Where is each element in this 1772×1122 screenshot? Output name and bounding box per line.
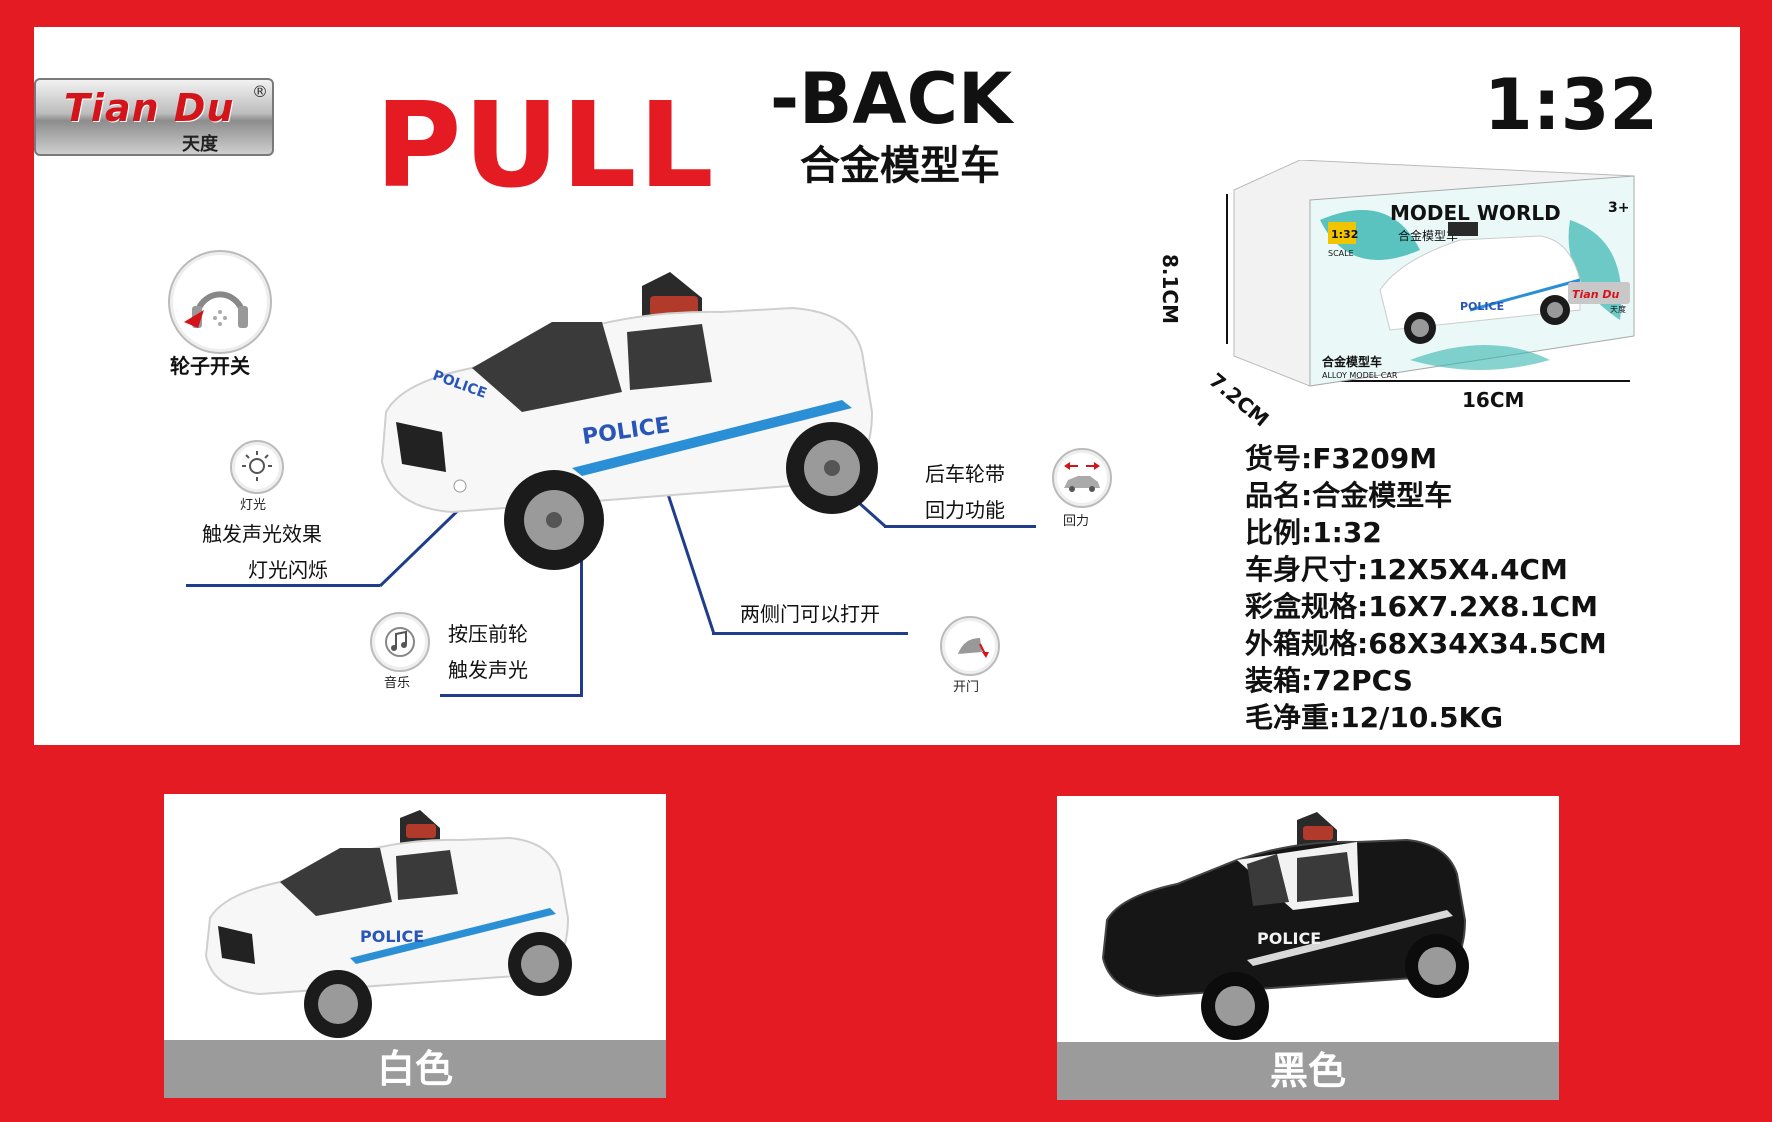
color-option-white[interactable]: POLICE 白色 bbox=[164, 794, 666, 1098]
box-width-dim: 16CM bbox=[1462, 388, 1525, 412]
door-callout-line bbox=[712, 632, 908, 635]
box-age: 3+ bbox=[1608, 200, 1629, 216]
spec-item-packing: 装箱:72PCS bbox=[1245, 664, 1413, 697]
title-subtitle-cn: 合金模型车 bbox=[800, 143, 1000, 189]
wheel-switch-label: 轮子开关 bbox=[170, 354, 250, 378]
pullback-icon bbox=[1052, 448, 1112, 508]
color-option-black[interactable]: POLICE 黑色 bbox=[1057, 796, 1559, 1100]
light-feature-line2: 灯光闪烁 bbox=[248, 558, 328, 582]
white-car-police: POLICE bbox=[360, 927, 424, 946]
open-door-icon bbox=[958, 638, 989, 658]
box-height-marker bbox=[1226, 194, 1228, 344]
white-car-image: POLICE bbox=[204, 810, 572, 1038]
box-car-police: POLICE bbox=[1460, 300, 1504, 313]
main-car-white: POLICE POLICE bbox=[380, 272, 878, 570]
box-scale-badge: 1:32 bbox=[1331, 228, 1358, 241]
title-pull: PULL bbox=[375, 76, 716, 214]
pullback-line1: 后车轮带 bbox=[925, 462, 1005, 486]
box-width-marker bbox=[1300, 380, 1630, 382]
light-feature-line1: 触发声光效果 bbox=[202, 522, 322, 546]
black-color-label: 黑色 bbox=[1057, 1042, 1559, 1100]
pullback-callout-line bbox=[884, 525, 1036, 528]
light-icon bbox=[230, 440, 284, 494]
press-callout-vertical bbox=[580, 555, 583, 697]
main-panel bbox=[34, 27, 1740, 745]
pullback-line2: 回力功能 bbox=[925, 498, 1005, 522]
bulb-icon bbox=[242, 451, 272, 481]
light-icon-label: 灯光 bbox=[240, 498, 267, 513]
box-sub-cn: 合金模型车 bbox=[1398, 228, 1458, 243]
logo-text: Tian Du bbox=[64, 86, 235, 130]
door-callout-diagonal bbox=[662, 481, 716, 635]
light-callout-line bbox=[186, 584, 380, 587]
logo-cn: 天度 bbox=[182, 134, 218, 155]
press-callout-line bbox=[440, 694, 583, 697]
box-scale-word: SCALE bbox=[1328, 249, 1354, 258]
spec-item-carton-size: 外箱规格:68X34X34.5CM bbox=[1245, 627, 1607, 660]
headphone-icon bbox=[184, 291, 248, 328]
door-feature-label: 两侧门可以打开 bbox=[740, 602, 880, 626]
brand-logo: Tian Du 天度 ® bbox=[34, 78, 274, 156]
spec-item-body-size: 车身尺寸:12X5X4.4CM bbox=[1245, 553, 1568, 586]
spec-item-weight: 毛净重:12/10.5KG bbox=[1245, 701, 1504, 734]
box-height-dim: 8.1CM bbox=[1158, 254, 1182, 325]
press-feature-line1: 按压前轮 bbox=[448, 622, 528, 646]
black-car-image: POLICE bbox=[1101, 812, 1469, 1040]
box-logo-cn: 天度 bbox=[1610, 304, 1626, 314]
press-feature-line2: 触发声光 bbox=[448, 658, 528, 682]
spec-item-name: 品名:合金模型车 bbox=[1245, 479, 1453, 512]
box-bottom-cn: 合金模型车 bbox=[1322, 354, 1382, 369]
box-logo: Tian Du bbox=[1572, 288, 1619, 301]
door-icon-label: 开门 bbox=[953, 680, 980, 695]
spec-item-scale: 比例:1:32 bbox=[1245, 516, 1382, 549]
white-color-label: 白色 bbox=[164, 1040, 666, 1098]
pullback-icon-label: 回力 bbox=[1063, 514, 1090, 529]
music-note-icon bbox=[385, 627, 415, 657]
black-car-police: POLICE bbox=[1257, 929, 1321, 948]
registered-mark: ® bbox=[252, 82, 268, 101]
spec-list: 货号:F3209M 品名:合金模型车 比例:1:32 车身尺寸:12X5X4.4… bbox=[1245, 440, 1607, 736]
spec-item-code: 货号:F3209M bbox=[1245, 442, 1438, 475]
title-back: -BACK bbox=[770, 58, 1013, 140]
pullback-car-icon bbox=[1064, 462, 1100, 492]
wheel-switch-icon bbox=[168, 250, 272, 354]
box-header: MODEL WORLD bbox=[1390, 201, 1561, 225]
scale-title: 1:32 bbox=[1484, 64, 1659, 146]
spec-item-box-size: 彩盒规格:16X7.2X8.1CM bbox=[1245, 590, 1598, 623]
box-bottom-en: ALLOY MODEL CAR bbox=[1322, 371, 1398, 380]
music-icon bbox=[370, 612, 430, 672]
product-box: MODEL WORLD 合金模型车 1:32 SCALE 3+ POLICE T… bbox=[1233, 160, 1635, 387]
music-icon-label: 音乐 bbox=[384, 676, 411, 691]
door-icon bbox=[940, 616, 1000, 676]
